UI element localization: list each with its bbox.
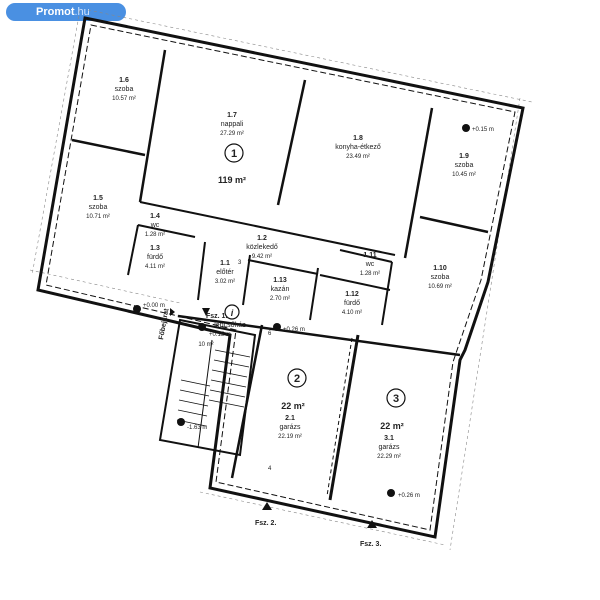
room-area: 4.11 m² [145,264,165,270]
level-label: -1.63 m [187,425,207,431]
room-name: kazán [271,286,290,293]
room-name: fürdő [344,300,360,307]
room-area: 22.19 m² [278,434,302,440]
room-id: 1.6 [119,77,129,84]
room-name: wc [365,261,375,268]
level-icon [462,124,470,132]
room-name: szoba [115,86,134,93]
point-marker: 4 [268,466,272,472]
brand-name: Promot [36,6,75,18]
dimension-lines [29,9,533,551]
main-entrance-label: Főbejárat [158,307,170,340]
room-area: 10.71 m² [86,214,110,220]
entrance-arrows [170,308,377,528]
room-name: wc [150,222,160,229]
room-name: szoba [455,162,474,169]
apartment-markers [224,143,406,408]
room-id: 1.4 [150,213,160,220]
level-label: +0.26 m [398,493,420,499]
arrow-icon [170,308,175,316]
level-icon [387,489,395,497]
stair-marker: i [231,308,234,318]
point-marker: 3 [238,260,242,266]
apartment-1-number: 1 [231,148,237,160]
arrow-icon [367,520,377,528]
level-icon [198,323,206,331]
apartment-2-number: 2 [294,373,300,385]
room-area: 9.42 m² [252,254,272,260]
level-icon [133,305,141,313]
room-id: 1.7 [227,112,237,119]
room-area: 1.28 m² [360,271,380,277]
room-name: közlekedő [246,244,278,251]
room-area: 22.29 m² [377,454,401,460]
room-area: 4.10 m² [342,310,362,316]
room-id: 1.12 [345,291,359,298]
arrow-icon [262,502,272,510]
room-area: 10.69 m² [428,284,452,290]
room-name: nappali [221,121,244,128]
room-labels: 1.1 előtér 3.02 m² 1.2 közlekedő 9.42 m² 1.3 fü… [86,77,476,460]
building-walls [36,16,525,539]
room-name: garázs [279,424,301,431]
room-id: 1.1 [220,260,230,267]
apartment-1-area: 119 m² [218,175,246,185]
level-icon [273,323,281,331]
level-icon [177,418,185,426]
apartment-3-number: 3 [393,393,399,405]
room-id: 1.3 [150,245,160,252]
room-area: 23.49 m² [346,154,370,160]
entrance-1-label: Fsz. 1. [206,313,227,320]
room-name: szoba [89,204,108,211]
room-id: 1.5 [93,195,103,202]
apartment-3-area: 22 m² [380,421,404,431]
room-id: 1.8 [353,135,363,142]
room-area: 2.70 m² [270,296,290,302]
room-id: 1.11 [363,252,376,259]
entrance-2-label: Fsz. 2. [255,520,276,527]
room-name: konyha-étkező [335,144,381,151]
room-name: garázs [378,444,400,451]
entrance-3-label: Fsz. 3. [360,541,381,548]
room-area: 1.28 m² [145,232,165,238]
level-markers: +0.00 m +0.15 m +0.26 m +0.15 m -1.63 m … [133,124,494,499]
room-id: 1.10 [433,265,447,272]
room-id: 3.1 [384,435,394,442]
room-name: előtér [216,269,234,276]
brand-suffix: .hu [74,6,90,18]
room-id: 1.2 [257,235,267,242]
level-label: +0.15 m [472,127,494,133]
staircase [158,318,257,457]
point-marker: 6 [268,331,272,337]
room-id: 1.13 [273,277,287,284]
room-area: 3.02 m² [215,279,235,285]
room-id: 1.9 [459,153,469,160]
stair-area: 10 m² [198,342,213,348]
level-label: +0.00 m [143,303,165,309]
level-label: +0.15 m [209,332,231,338]
room-id: 2.1 [285,415,295,422]
room-name: fürdő [147,254,163,261]
room-name: szoba [431,274,450,281]
room-area: 27.29 m² [220,131,244,137]
apartment-2-area: 22 m² [281,401,305,411]
brand-badge[interactable]: Promot.hu [6,3,126,21]
room-area: 10.45 m² [452,172,476,178]
room-area: 10.57 m² [112,96,136,102]
level-label: +0.26 m [283,327,305,333]
stair-name: lépcsőház [214,322,246,329]
arrow-icon [202,308,210,316]
